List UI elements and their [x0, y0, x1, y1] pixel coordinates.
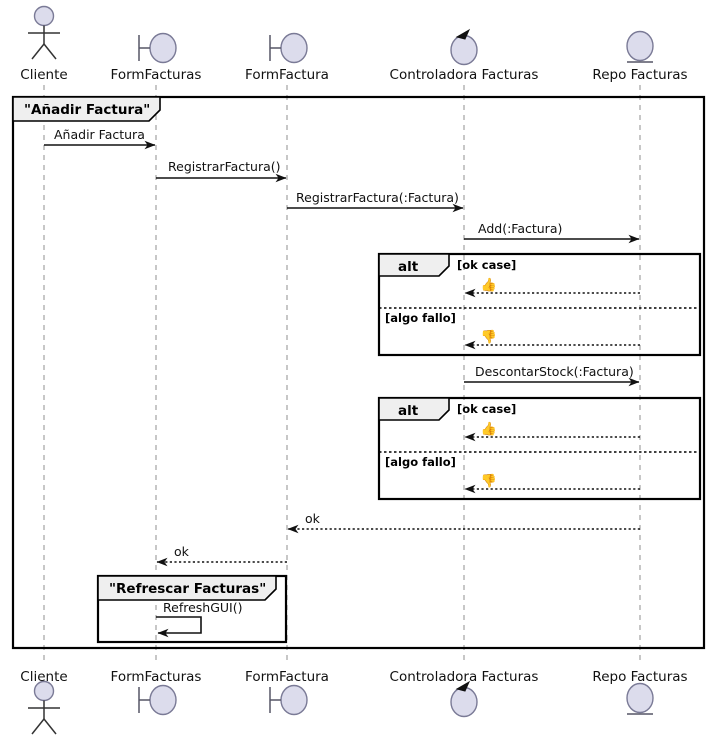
participant-head-repo-facturas[interactable]: Repo Facturas	[592, 30, 688, 84]
fragments-layer: alt [ok case] [algo fallo] alt [ok case] [alg…	[377, 252, 702, 501]
participant-foot-repo-facturas[interactable]: Repo Facturas	[592, 669, 688, 715]
control-circle-icon	[450, 34, 478, 66]
participant-foot-formfacturas[interactable]: FormFacturas	[111, 669, 202, 716]
message-m3[interactable]: RegistrarFactura(:Factura)	[287, 190, 464, 213]
participant-head-formfactura[interactable]: FormFactura	[245, 32, 329, 84]
participant-label: FormFacturas	[111, 67, 202, 83]
frame-refrescar-facturas: "Refrescar Facturas"	[96, 574, 288, 644]
boundary-circle-icon	[149, 684, 177, 716]
frame-title-label: "Añadir Factura"	[24, 102, 150, 118]
frame-tab	[12, 96, 161, 122]
message-label: Add(:Factura)	[478, 221, 562, 236]
participant-foot-controladora-facturas[interactable]: Controladora Facturas	[390, 669, 539, 718]
participant-head-controladora-facturas[interactable]: Controladora Facturas	[390, 28, 539, 83]
self-message-line	[156, 616, 202, 638]
message-m1[interactable]: Añadir Factura	[44, 127, 156, 150]
entity-circle-icon	[626, 682, 654, 714]
message-label: DescontarStock(:Factura)	[475, 364, 634, 379]
fragment-operator-tab	[378, 397, 450, 421]
message-m5[interactable]: 👍	[464, 277, 640, 298]
fragment-border	[377, 396, 702, 501]
participant-label: Controladora Facturas	[390, 669, 539, 685]
fragment-guard-label: [ok case]	[457, 402, 516, 416]
participant-label: FormFactura	[245, 67, 329, 83]
fragment-guard-label: [algo fallo]	[385, 455, 456, 469]
message-m7[interactable]: DescontarStock(:Factura)	[464, 364, 640, 387]
control-arrow-icon	[455, 28, 471, 40]
message-m11[interactable]: ok	[156, 544, 287, 567]
participant-heads-layer: Cliente FormFacturas FormFactura Controlado…	[20, 5, 688, 84]
actor-leg-right-icon	[43, 43, 57, 60]
fragment-operator-label: alt	[398, 259, 419, 275]
frames-layer: "Añadir Factura" "Refrescar Facturas"	[11, 95, 706, 650]
message-m2[interactable]: RegistrarFactura()	[156, 159, 287, 183]
participant-head-formfacturas[interactable]: FormFacturas	[111, 32, 202, 84]
thumbs-up-icon: 👍	[481, 277, 497, 293]
entity-circle-icon	[626, 30, 654, 62]
participant-label: Repo Facturas	[592, 67, 687, 83]
frame-border	[11, 95, 706, 650]
participant-foot-formfactura[interactable]: FormFactura	[245, 669, 329, 716]
boundary-circle-icon	[280, 684, 308, 716]
message-m10[interactable]: ok	[287, 511, 640, 534]
self-message-m12[interactable]: RefreshGUI()	[156, 600, 242, 638]
message-label: RegistrarFactura()	[168, 159, 281, 174]
thumbs-down-icon: 👎	[481, 473, 497, 489]
participant-label: FormFacturas	[111, 669, 202, 685]
thumbs-up-icon: 👍	[481, 421, 497, 437]
lifelines-layer	[43, 85, 641, 665]
frame-title-label: "Refrescar Facturas"	[109, 581, 266, 597]
message-label: ok	[305, 511, 321, 526]
frame-tab	[97, 575, 277, 601]
actor-head-icon	[33, 680, 55, 702]
participant-label: Cliente	[20, 669, 67, 685]
thumbs-down-icon: 👎	[481, 329, 497, 345]
frame-anadir-factura: "Añadir Factura"	[11, 95, 706, 650]
message-m6[interactable]: 👎	[464, 329, 640, 350]
participant-label: FormFactura	[245, 669, 329, 685]
message-label: Añadir Factura	[54, 127, 145, 142]
message-label: ok	[174, 544, 190, 559]
boundary-circle-icon	[149, 32, 177, 64]
participant-head-cliente[interactable]: Cliente	[20, 5, 68, 84]
participant-label: Repo Facturas	[592, 669, 687, 685]
message-label: RegistrarFactura(:Factura)	[296, 190, 459, 205]
message-m9[interactable]: 👎	[464, 473, 640, 494]
fragment-guard-label: [ok case]	[457, 258, 516, 272]
control-circle-icon	[450, 686, 478, 718]
fragment-border	[377, 252, 702, 357]
fragment-operator-tab	[378, 253, 450, 277]
control-arrow-icon	[455, 680, 471, 692]
participant-label: Cliente	[20, 67, 67, 83]
actor-head-icon	[33, 5, 55, 27]
participant-feet-layer: Cliente FormFacturas FormFactura Controlado…	[20, 669, 688, 735]
boundary-circle-icon	[280, 32, 308, 64]
participant-foot-cliente[interactable]: Cliente	[20, 669, 68, 735]
message-m8[interactable]: 👍	[464, 421, 640, 442]
fragment-alt-registrar: alt [ok case] [algo fallo]	[377, 252, 702, 357]
fragment-alt-descontar: alt [ok case] [algo fallo]	[377, 396, 702, 501]
fragment-operator-label: alt	[398, 403, 419, 419]
participant-label: Controladora Facturas	[390, 67, 539, 83]
actor-leg-left-icon	[31, 718, 45, 735]
actor-leg-left-icon	[31, 43, 45, 60]
actor-leg-right-icon	[43, 718, 57, 735]
self-message-label: RefreshGUI()	[163, 600, 242, 615]
fragment-guard-label: [algo fallo]	[385, 311, 456, 325]
message-m4[interactable]: Add(:Factura)	[464, 221, 640, 244]
